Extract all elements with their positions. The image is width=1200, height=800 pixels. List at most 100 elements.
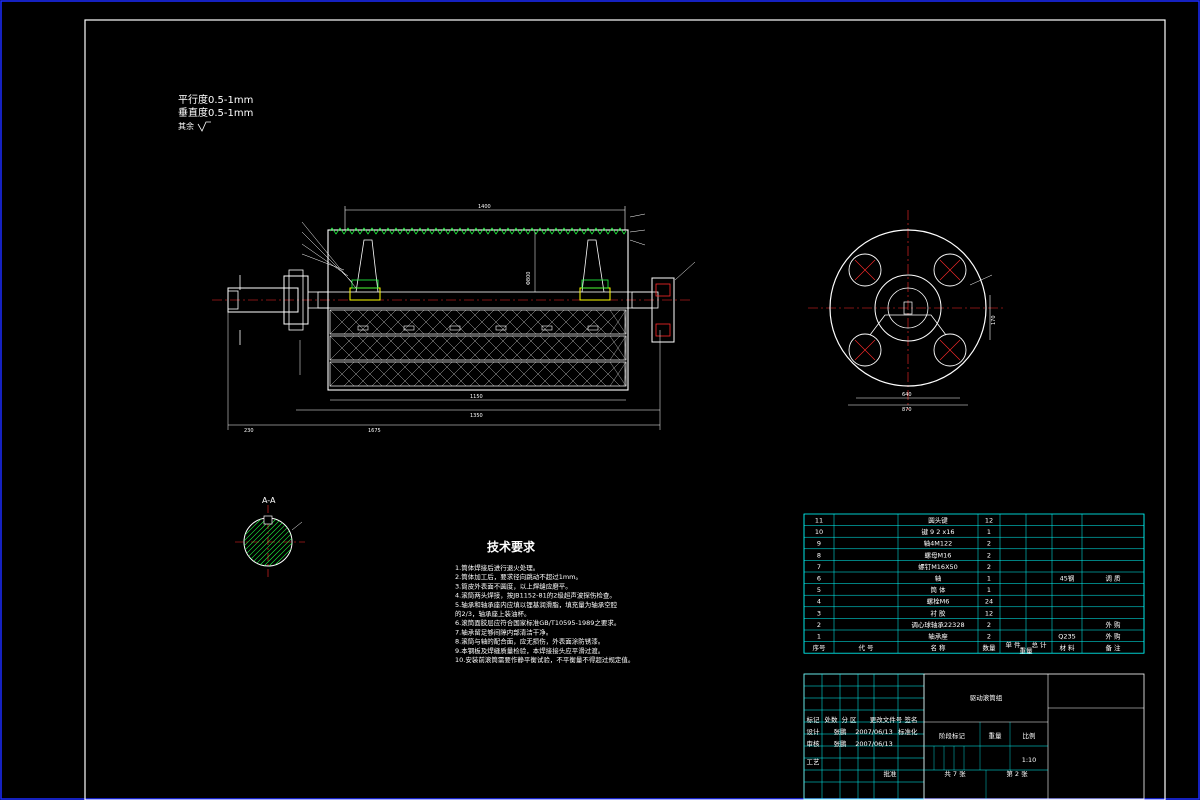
bom-header-weight: 重量 [1020, 647, 1034, 655]
bom-no: 6 [817, 575, 821, 583]
bolt-icon [587, 325, 599, 331]
drawing-name: 驱动滚筒组 [970, 693, 1003, 702]
bom-note: 调 质 [1105, 574, 1121, 583]
tb-stage: 阶段标记 [939, 731, 966, 740]
tech-item: 7.轴承留足够间隙内部清洁干净。 [455, 627, 552, 636]
bom-qty: 2 [987, 621, 991, 629]
note-rest: 其余 [178, 121, 194, 131]
tb-weight: 重量 [989, 732, 1003, 740]
section-view: A-A [235, 496, 305, 580]
bearing-housing-right [651, 277, 675, 343]
bom-no: 3 [817, 609, 821, 617]
bolt-icon [357, 325, 369, 331]
main-shaft [317, 291, 659, 309]
tech-title: 技术要求 [487, 539, 536, 554]
hole-bottom-right [933, 333, 967, 367]
dim-diam: Φ800 [526, 272, 532, 285]
bom-header-unit: 单 件 [1005, 640, 1021, 649]
bom-name: 衬 胶 [930, 608, 946, 617]
dim-shaft-total: 1675 [368, 428, 381, 434]
hub-disc-left [355, 239, 379, 293]
bom-note: 外 购 [1105, 620, 1121, 629]
bom-material: Q235 [1058, 633, 1076, 641]
tb-designer: 张鹏 [834, 727, 848, 736]
tech-item: 4.滚筒两头焊接，按JB1152-81的2级超声波探伤检查。 [455, 591, 616, 600]
bom-qty: 12 [985, 609, 993, 617]
bom-name: 键 9 2 x16 [921, 527, 954, 536]
bom-name: 螺母M16 [925, 550, 952, 559]
section-label: A-A [262, 496, 276, 505]
bom-name: 调心球轴承22328 [911, 620, 964, 629]
dim-shaft-left: 230 [244, 428, 254, 434]
key-slot [263, 515, 273, 525]
tech-item: 1.筒体焊接后进行退火处理。 [455, 563, 539, 572]
bom-no: 8 [817, 551, 821, 559]
bom-header-code: 代 号 [858, 643, 874, 652]
bolt-icon [449, 325, 461, 331]
tb-sign: 签名 [905, 715, 918, 724]
drum-end-circle [829, 229, 987, 387]
bom-header-qty: 数量 [983, 643, 997, 652]
drum-body [327, 229, 629, 391]
tb-approve: 批准 [884, 769, 898, 778]
hub-left [349, 287, 381, 301]
bolt-icon [403, 325, 415, 331]
bom-name: 螺栓M6 [927, 597, 950, 606]
tech-item: 5.轴承和轴承座内应填以锂基润滑脂，填充量为轴承空腔 [455, 600, 618, 609]
tech-item: 2.筒体加工后，要求径向跳动不超过1mm。 [455, 572, 582, 581]
note-parallelism: 平行度0.5-1mm [178, 93, 253, 106]
tb-scale: 1:10 [1022, 756, 1037, 764]
rubber-lagging [329, 227, 627, 235]
dim-mid1: 1150 [470, 394, 483, 400]
hole-top-left [848, 253, 882, 287]
bom-no: 10 [815, 528, 823, 536]
hole-top-right [933, 253, 967, 287]
bom-qty: 2 [987, 551, 991, 559]
tb-checker: 张鹏 [834, 739, 848, 748]
tb-zone: 分 区 [841, 715, 857, 724]
bom-qty: 24 [985, 598, 993, 606]
roughness-symbol-icon [197, 121, 211, 132]
bom-name: 轴 [935, 574, 942, 583]
dim-side1: 640 [902, 392, 912, 398]
bom-name: 螺钉M16X50 [918, 562, 958, 571]
bom-no: 11 [815, 517, 823, 525]
tb-count: 处数 [825, 715, 839, 724]
bom-note: 外 购 [1105, 632, 1121, 641]
bom-qty: 1 [987, 575, 991, 583]
bom-qty: 2 [987, 540, 991, 548]
bom-no: 9 [817, 540, 821, 548]
inner-frame [84, 19, 1166, 800]
bom-name: 轴承座 [928, 632, 948, 641]
bom-no: 4 [817, 598, 821, 606]
note-perpendicularity: 垂直度0.5-1mm [178, 106, 253, 119]
tb-mark: 标记 [807, 715, 821, 724]
main-view: 1400 1150 1350 230 1675 Φ800 [212, 204, 696, 434]
tb-check: 审核 [807, 739, 821, 748]
bom-header-note: 备 注 [1105, 643, 1121, 652]
bolt-icon [541, 325, 553, 331]
bolt-row [357, 325, 599, 331]
side-view: 640 870 170 [808, 210, 1005, 413]
tb-std: 标准化 [898, 727, 918, 736]
dim-side3: 170 [991, 315, 997, 325]
bom-header-no: 序号 [813, 643, 827, 652]
dim-top-width: 1400 [478, 204, 491, 210]
bom-name: 圆头键 [928, 516, 948, 525]
tech-item: 的2/3，轴承座上装油杯。 [455, 609, 530, 618]
tb-design: 设计 [807, 727, 821, 736]
tb-sheets: 共 7 张 [944, 769, 966, 778]
bom-header-total: 总 计 [1031, 640, 1047, 649]
bom-no: 7 [817, 563, 821, 571]
hub-circle [874, 274, 942, 342]
tb-process: 工艺 [807, 758, 821, 766]
section-hatching [329, 309, 627, 387]
surface-notes: 平行度0.5-1mm 垂直度0.5-1mm 其余 [178, 93, 253, 132]
hole-bottom-left [848, 333, 882, 367]
bom-no: 2 [817, 621, 821, 629]
bom-qty: 1 [987, 528, 991, 536]
bom-qty: 1 [987, 586, 991, 594]
bom-header-material: 材 料 [1059, 643, 1075, 652]
technical-requirements: 技术要求 1.筒体焊接后进行退火处理。2.筒体加工后，要求径向跳动不超过1mm。… [455, 539, 634, 664]
